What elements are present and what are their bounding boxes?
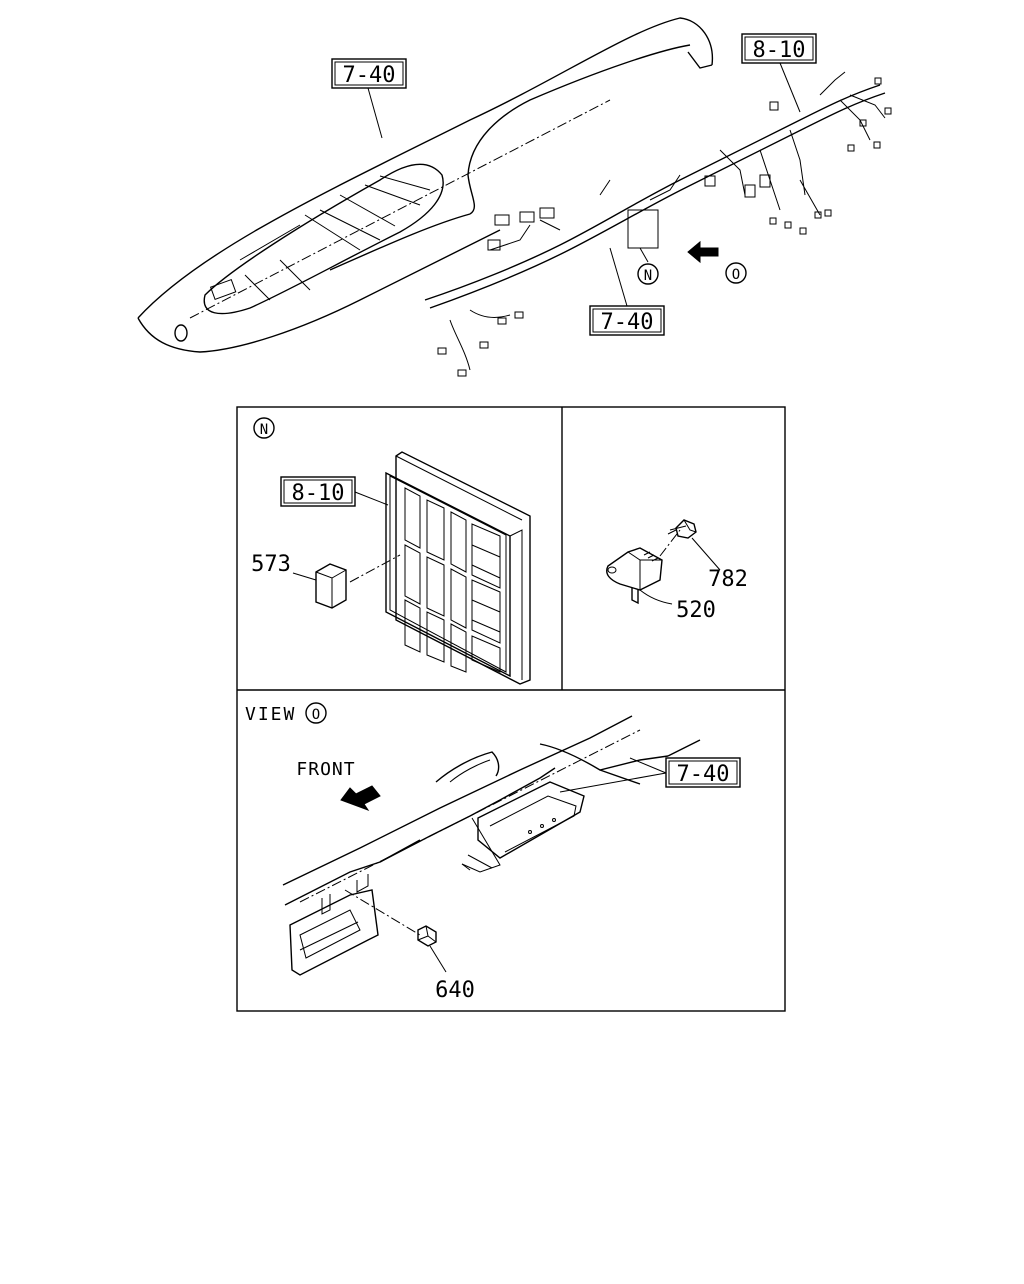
marker-n-panel-label: N	[260, 422, 268, 438]
part-label-sensor-520-text: 520	[676, 598, 716, 623]
callout-fusebox-label: 8-10	[292, 481, 345, 506]
detail-frame	[236, 406, 786, 1012]
dash-underside-illustration	[282, 715, 701, 976]
marker-n-top: N	[637, 247, 659, 285]
part-label-bolt-640-text: 640	[435, 978, 475, 1003]
part-label-sensor-520: 520	[639, 589, 716, 623]
part-label-bolt-640: 640	[429, 945, 475, 1003]
panel-view-o: VIEW O FRONT	[245, 702, 741, 1003]
marker-o-top: O	[725, 262, 747, 284]
callout-harness-label: 8-10	[753, 38, 806, 63]
part-label-fuse-text: 573	[251, 552, 291, 577]
sensor-bracket-illustration	[606, 519, 697, 605]
marker-n-panel: N	[253, 417, 275, 439]
panel-sensor-bracket: 782 520	[606, 519, 748, 623]
view-o-heading-label: VIEW	[245, 704, 296, 725]
part-label-fuse: 573	[251, 552, 317, 581]
front-direction-label: FRONT	[296, 759, 355, 780]
marker-n-top-label: N	[644, 268, 652, 284]
callout-harness: 8-10	[741, 33, 817, 113]
callout-dash-upper-label: 7-40	[343, 63, 396, 88]
fuse-573-illustration	[315, 554, 401, 609]
view-o-heading: VIEW O	[245, 702, 327, 725]
part-label-bolt-782: 782	[691, 537, 748, 592]
callout-dash-lower: 7-40	[589, 247, 665, 336]
callout-fusebox: 8-10	[280, 476, 389, 507]
dashboard-assembly-illustration	[137, 17, 892, 377]
callout-dash-lower-label: 7-40	[601, 310, 654, 335]
callout-view-o-label: 7-40	[677, 762, 730, 787]
panel-n-fuse-box: N	[251, 417, 531, 685]
front-direction-indicator: FRONT	[296, 759, 381, 812]
callout-view-o: 7-40	[559, 757, 741, 793]
view-o-heading-marker: O	[312, 707, 320, 723]
callout-dash-upper: 7-40	[331, 58, 407, 139]
fuse-box-illustration	[385, 451, 531, 685]
part-label-bolt-782-text: 782	[708, 567, 748, 592]
marker-o-top-label: O	[732, 267, 740, 283]
